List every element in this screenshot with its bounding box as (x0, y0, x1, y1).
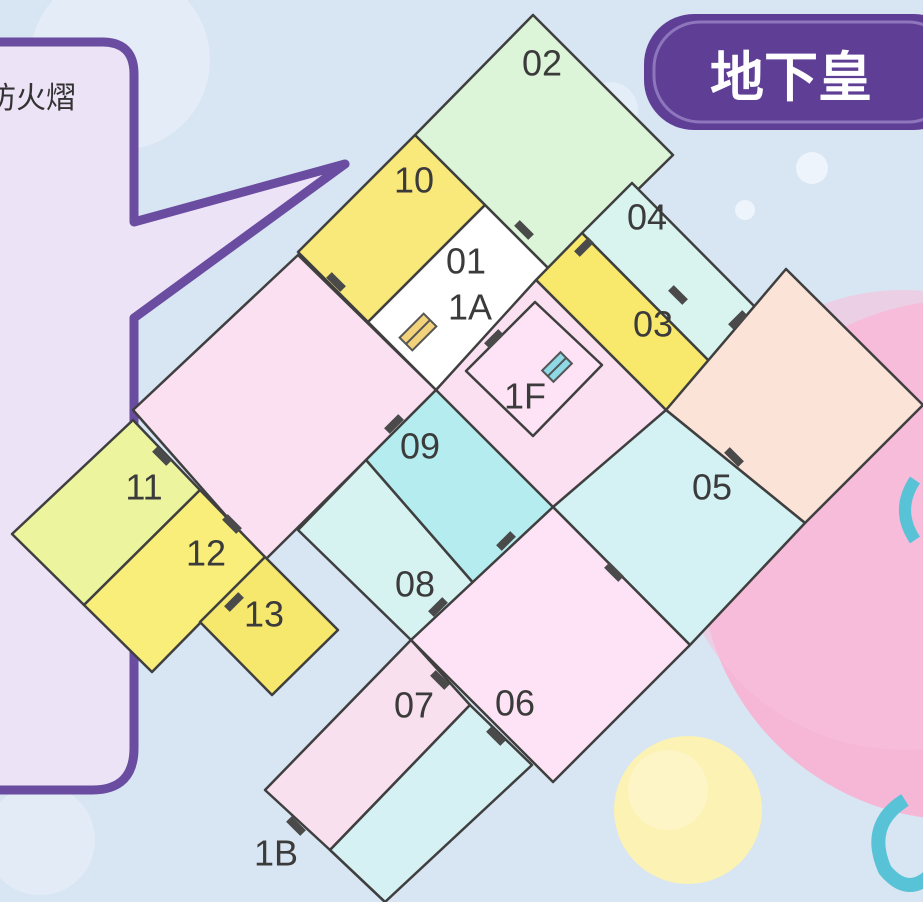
banner-title: 地下皇 (710, 46, 872, 109)
callout-text: 防火熠 (0, 81, 76, 116)
label-1A: 1A (448, 287, 492, 328)
unit-13[interactable] (198, 555, 340, 697)
door-markers (152, 220, 748, 836)
label-09: 09 (400, 426, 440, 467)
unit-big-pink[interactable] (131, 253, 438, 562)
label-07: 07 (394, 685, 434, 726)
label-11: 11 (125, 467, 162, 508)
label-10: 10 (394, 160, 434, 201)
label-08: 08 (395, 564, 435, 605)
unit-blocks (10, 13, 923, 902)
label-04: 04 (627, 197, 667, 238)
label-03: 03 (633, 304, 673, 345)
label-02: 02 (522, 43, 562, 84)
title-banner: 地下皇 (644, 14, 923, 130)
label-1F: 1F (504, 376, 546, 417)
staircase-icon (398, 312, 438, 352)
label-13: 13 (244, 594, 284, 635)
label-12: 12 (186, 533, 226, 574)
label-05: 05 (692, 467, 732, 508)
unit-bottom-blue[interactable] (328, 703, 534, 902)
elevator-icon (540, 350, 574, 384)
unit-labels: 02 10 01 04 03 1F 05 09 11 12 13 08 06 0… (125, 43, 732, 874)
label-01: 01 (446, 241, 486, 282)
label-06: 06 (495, 683, 535, 724)
label-1B: 1B (254, 833, 298, 874)
unit-12[interactable] (82, 488, 267, 674)
